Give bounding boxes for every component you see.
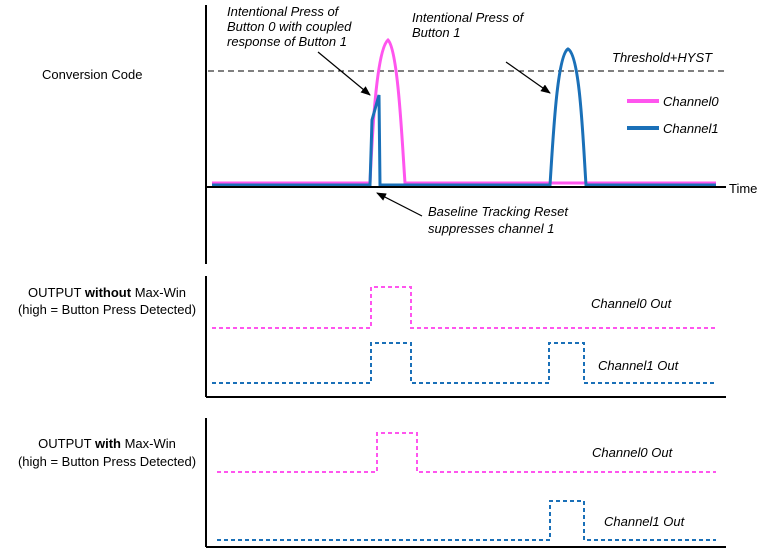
bottom-subtitle: (high = Button Press Detected) [18,454,196,469]
annotation-button1-line2: Button 1 [412,25,460,40]
bottom-channel1-out [217,500,716,541]
middle-channel0-out [212,286,716,329]
middle-subtitle: (high = Button Press Detected) [18,302,196,317]
channel1-trace [212,47,716,187]
bottom-title-bold: with [94,436,121,451]
bottom-title: OUTPUT with Max-Win [38,436,176,451]
middle-title-bold: without [84,285,132,300]
middle-title: OUTPUT without Max-Win [28,285,186,300]
bottom-title-suffix: Max-Win [121,436,176,451]
top-xlabel: Time [729,181,757,196]
middle-panel: OUTPUT without Max-Win (high = Button Pr… [18,276,726,398]
threshold-label: Threshold+HYST [612,50,713,65]
legend: Channel0 Channel1 [627,94,719,136]
middle-ch1-label: Channel1 Out [598,358,680,373]
annotation-button0-line3: response of Button 1 [227,34,347,49]
annotation-button0-line2: Button 0 with coupled [227,19,352,34]
annotation-button1: Intentional Press of Button 1 [412,10,527,40]
annotation-reset-line2: suppresses channel 1 [428,221,554,236]
annotation-reset-arrow [376,192,423,217]
bottom-title-prefix: OUTPUT [38,436,95,451]
annotation-button1-arrow [505,61,551,94]
annotation-reset-line1: Baseline Tracking Reset [428,204,569,219]
middle-channel1-out [212,342,716,384]
annotation-button0-line1: Intentional Press of [227,4,340,19]
middle-ch0-label: Channel0 Out [591,296,673,311]
bottom-ch1-label: Channel1 Out [604,514,686,529]
annotation-reset: Baseline Tracking Reset suppresses chann… [428,204,572,236]
annotation-button1-line1: Intentional Press of [412,10,525,25]
bottom-channel0-out [217,432,716,473]
middle-title-suffix: Max-Win [131,285,186,300]
middle-title-prefix: OUTPUT [28,285,85,300]
annotation-button0: Intentional Press of Button 0 with coupl… [227,4,355,49]
bottom-ch0-label: Channel0 Out [592,445,674,460]
legend-label-channel1: Channel1 [663,121,719,136]
top-panel: Conversion Code Threshold+HYST Time Chan… [42,4,757,264]
bottom-panel: OUTPUT with Max-Win (high = Button Press… [18,418,726,548]
top-ylabel: Conversion Code [42,67,142,82]
annotation-button0-arrow [317,51,371,96]
legend-label-channel0: Channel0 [663,94,719,109]
